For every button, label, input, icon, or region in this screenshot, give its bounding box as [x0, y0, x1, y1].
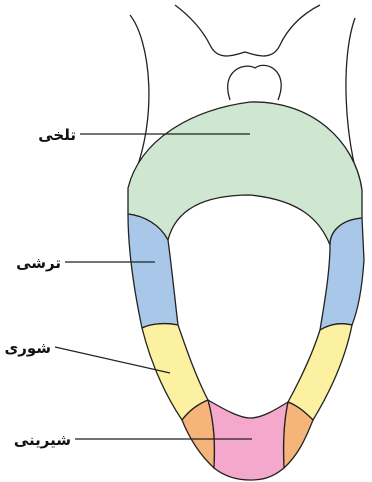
sweet-zone-tip	[208, 400, 288, 480]
bitter-zone	[128, 102, 362, 245]
salty-zone-right	[288, 324, 352, 420]
salty-label: شوری	[4, 339, 51, 357]
sour-label: ترشی	[16, 254, 61, 272]
sweet-label: شیرینی	[14, 431, 71, 449]
bitter-label: تلخی	[38, 126, 76, 144]
